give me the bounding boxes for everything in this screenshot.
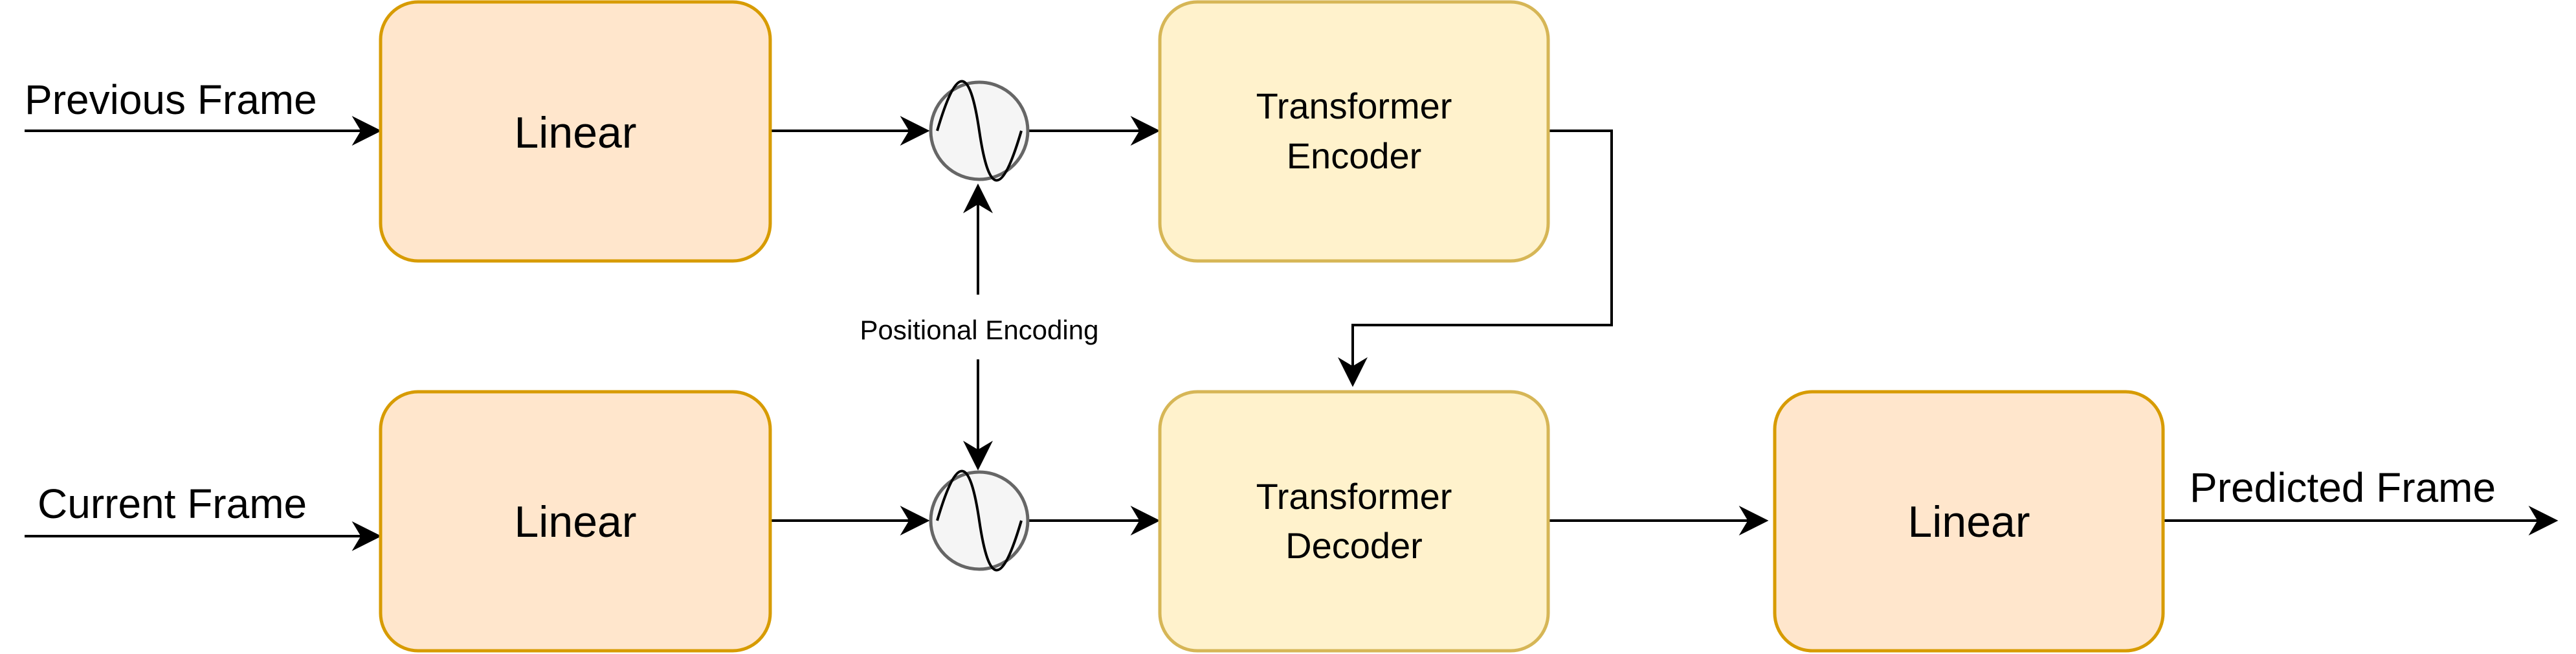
linear-block-output-label: Linear <box>1907 497 2030 547</box>
edge-encoder-to-decoder <box>1338 130 1613 387</box>
transformer-encoder-label-line1: Transformer <box>1256 85 1452 126</box>
transformer-decoder-block: Transformer Decoder <box>1158 390 1550 653</box>
transformer-encoder-label-line2: Encoder <box>1287 135 1422 176</box>
transformer-encoder-block: Transformer Encoder <box>1158 0 1550 263</box>
sine-wave-icon <box>936 80 1023 182</box>
linear-block-bottom-label: Linear <box>514 497 636 547</box>
positional-encoding-node-top <box>929 80 1030 182</box>
previous-frame-label: Previous Frame <box>25 76 317 123</box>
positional-encoding-label: Positional Encoding <box>860 315 1099 345</box>
predicted-frame-label: Predicted Frame <box>2190 464 2496 511</box>
positional-encoding-node-bottom <box>929 469 1030 572</box>
transformer-decoder-label-line2: Decoder <box>1285 525 1423 566</box>
linear-block-top-label: Linear <box>514 108 636 157</box>
linear-block-bottom: Linear <box>379 390 772 653</box>
transformer-decoder-label-line1: Transformer <box>1256 476 1452 517</box>
current-frame-label: Current Frame <box>38 480 307 527</box>
linear-block-top: Linear <box>379 0 772 263</box>
linear-block-output: Linear <box>1773 390 2165 653</box>
sine-wave-icon <box>936 469 1023 572</box>
